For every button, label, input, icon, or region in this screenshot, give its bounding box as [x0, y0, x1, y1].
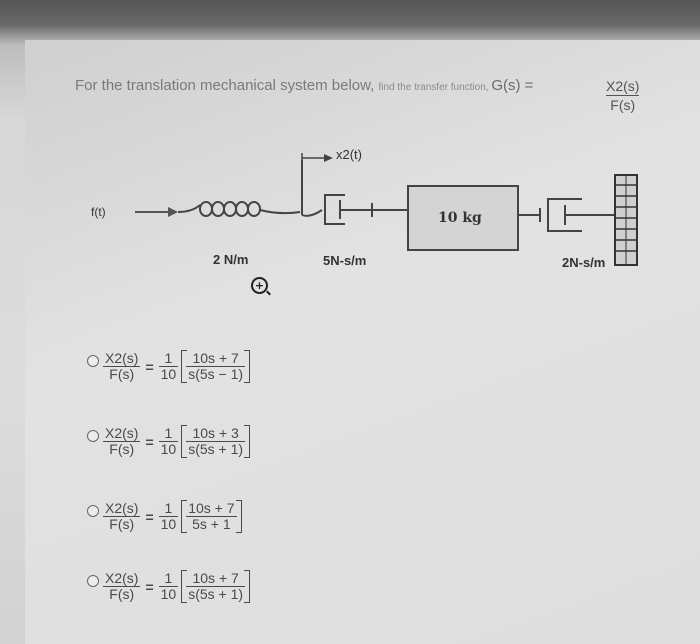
answer-option-1[interactable]: X2(s) F(s) = 1 10 10s + 7 s(5s − 1) — [87, 350, 251, 383]
option-2-coef: 1 10 — [158, 425, 179, 457]
radio-button-4[interactable] — [87, 574, 99, 587]
question-transfer-function: X2(s) F(s) — [606, 78, 640, 113]
fixed-wall — [614, 174, 638, 266]
equals-sign: = — [145, 433, 154, 450]
radio-button-2[interactable] — [87, 429, 99, 442]
answer-option-2[interactable]: X2(s) F(s) = 1 10 10s + 3 s(5s + 1) — [87, 425, 251, 458]
option-4-bracket: 10s + 7 s(5s + 1) — [181, 570, 251, 603]
radio-button-3[interactable] — [87, 504, 99, 517]
equals-sign: = — [145, 508, 154, 525]
question-tiny: find the transfer function, — [378, 82, 492, 93]
node-to-damper — [301, 209, 323, 217]
option-2-lhs: X2(s) F(s) — [103, 425, 141, 457]
option-3-lhs: X2(s) F(s) — [103, 500, 141, 532]
option-4-lhs: X2(s) F(s) — [103, 570, 141, 602]
option-1-coef: 1 10 — [158, 350, 179, 382]
question-g-label: G(s) = — [491, 77, 534, 94]
mass-block — [407, 185, 519, 251]
answer-option-3[interactable]: X2(s) F(s) = 1 10 10s + 7 5s + 1 — [87, 500, 242, 533]
paper-sheet — [25, 40, 700, 644]
spring-tail — [259, 209, 301, 215]
option-3-bracket: 10s + 7 5s + 1 — [181, 500, 242, 533]
damper-2 — [518, 198, 615, 232]
question-text: For the translation mechanical system be… — [75, 77, 675, 94]
spring-lead — [177, 204, 201, 213]
option-1-lhs: X2(s) F(s) — [103, 350, 141, 382]
x2-arrowhead — [324, 154, 333, 162]
option-2-bracket: 10s + 3 s(5s + 1) — [181, 425, 251, 458]
answer-option-4[interactable]: X2(s) F(s) = 1 10 10s + 7 s(5s + 1) — [87, 570, 251, 603]
mass-label: 10 kg — [438, 210, 482, 226]
equals-sign: = — [145, 578, 154, 595]
spring-constant-label: 2 N/m — [213, 252, 249, 267]
option-1-bracket: 10s + 7 s(5s − 1) — [181, 350, 251, 383]
option-3-coef: 1 10 — [158, 500, 179, 532]
damper-1 — [324, 194, 408, 225]
tf-bar — [606, 95, 640, 96]
damper1-constant-label: 5N-s/m — [323, 253, 367, 268]
option-4-coef: 1 10 — [158, 570, 179, 602]
spring — [199, 201, 261, 217]
question-main: For the translation mechanical system be… — [75, 77, 379, 94]
zoom-in-icon[interactable]: + — [251, 277, 268, 294]
equals-sign: = — [145, 358, 154, 375]
tf-numerator: X2(s) — [606, 78, 640, 94]
displacement-label: x2(t) — [336, 147, 362, 162]
force-label: f(t) — [91, 205, 106, 219]
damper2-constant-label: 2N-s/m — [562, 255, 606, 270]
force-arrowhead — [168, 207, 178, 217]
tf-denominator: F(s) — [610, 97, 636, 113]
radio-button-1[interactable] — [87, 354, 99, 367]
